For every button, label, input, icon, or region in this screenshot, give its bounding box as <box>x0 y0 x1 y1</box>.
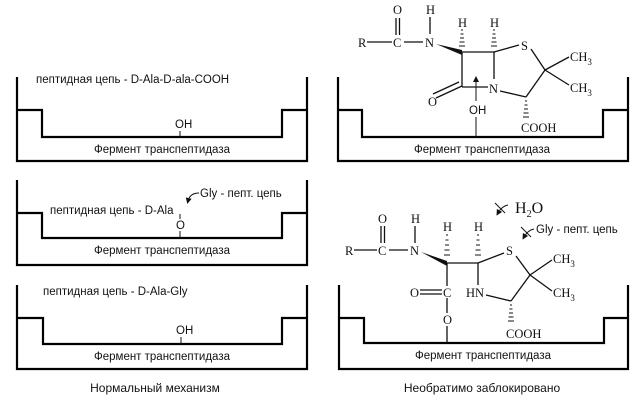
atom-s: S <box>506 244 513 258</box>
atom-amide-n: N <box>410 244 419 258</box>
bond <box>435 85 463 99</box>
atom-methyl-top: CH3 <box>553 252 575 269</box>
penicillin-molecule: R C O N H H H S N CH3 CH3 COOH O <box>358 3 592 137</box>
substrate-label: пептидная цепь - D-Ala <box>50 205 174 217</box>
panel-irreversibly-blocked: Фермент транспептидаза R C O N H H H S H… <box>337 200 630 371</box>
blocked-arrow-icon <box>494 202 509 216</box>
bond <box>477 252 505 264</box>
panel-penicillin-binding: Фермент транспептидаза R C O N H H H S N… <box>336 3 630 163</box>
bond <box>485 294 512 302</box>
panel-normal-step-2: пептидная цепь - D-Ala O Gly - пепт. цеп… <box>15 180 309 267</box>
atom-carboxyl: COOH <box>506 327 541 341</box>
atom-carbonyl-c: C <box>378 244 386 258</box>
atom-methyl-bottom: CH3 <box>553 286 575 303</box>
substrate-label: пептидная цепь - D-Ala-Gly <box>43 286 188 298</box>
atom-carbonyl-c: C <box>393 36 401 50</box>
incoming-glycine-label: Gly - пепт. цепь <box>536 224 618 236</box>
substrate-label: пептидная цепь - D-Ala-D-ala-COOH <box>36 74 229 86</box>
bond <box>515 255 531 276</box>
atom-r: R <box>358 36 367 50</box>
atom-ring-n: N <box>489 82 498 96</box>
atom-methyl-top: CH3 <box>570 50 592 67</box>
atom-amide-n: N <box>425 36 434 50</box>
bond <box>544 56 570 71</box>
blocked-peptide-attack: Gly - пепт. цепь <box>520 224 618 240</box>
atom-r: R <box>345 244 354 258</box>
bond <box>529 274 553 292</box>
enzyme-pocket-outline <box>337 285 630 371</box>
atom-amide-h: H <box>426 3 435 17</box>
atom-methyl-bottom: CH3 <box>570 81 592 98</box>
caption-irreversibly-blocked: Необратимо заблокировано <box>404 381 561 395</box>
atom-ring-nh: HN <box>466 286 484 300</box>
enzyme-pocket-outline <box>336 77 630 163</box>
bond <box>493 44 520 53</box>
active-site-hydroxyl: OH <box>176 325 193 337</box>
wedge-bond <box>421 252 447 266</box>
hashed-bond <box>491 29 497 47</box>
atom-amide-h: H <box>411 212 420 226</box>
panel-normal-step-1: пептидная цепь - D-Ala-D-ala-COOH OH Фер… <box>15 74 309 163</box>
panel-normal-step-3: пептидная цепь - D-Ala-Gly OH Фермент тр… <box>15 285 309 371</box>
enzyme-pocket-outline <box>15 77 309 163</box>
caption-normal-mechanism: Нормальный механизм <box>90 381 220 395</box>
incoming-glycine-label: Gly - пепт. цепь <box>200 188 282 200</box>
hashed-bond <box>523 100 529 118</box>
active-site-oxygen: O <box>176 220 185 232</box>
penicilloyl-enzyme-molecule: R C O N H H H S HN CH3 CH3 COOH O C O <box>345 212 575 343</box>
atom-ester-o: O <box>443 313 452 327</box>
atom-h-beta: H <box>474 220 483 234</box>
bond <box>432 81 460 95</box>
atom-s: S <box>521 39 528 53</box>
hashed-bond <box>444 234 450 256</box>
hashed-bond <box>475 234 481 256</box>
enzyme-label: Фермент транспептидаза <box>414 144 551 156</box>
active-site-hydroxyl: OH <box>469 105 486 117</box>
atom-ester-dbl-o: O <box>410 286 419 300</box>
enzyme-pocket-outline <box>15 180 309 267</box>
atom-ester-c: C <box>443 286 451 300</box>
atom-h-beta: H <box>490 16 499 30</box>
hashed-bond <box>459 29 465 47</box>
atom-carboxyl: COOH <box>521 121 556 135</box>
bond <box>499 90 527 98</box>
bond <box>510 274 531 302</box>
atom-h-alpha: H <box>458 16 467 30</box>
enzyme-label: Фермент транспептидаза <box>94 351 231 363</box>
bond <box>544 69 570 86</box>
atom-carbonyl-o: O <box>378 212 387 226</box>
enzyme-label: Фермент транспептидаза <box>94 245 231 257</box>
atom-h-alpha: H <box>443 220 452 234</box>
enzyme-label: Фермент транспептидаза <box>415 350 552 362</box>
atom-lactam-o: O <box>428 95 437 109</box>
enzyme-label: Фермент транспептидаза <box>94 144 231 156</box>
water-label: H2O <box>515 200 543 220</box>
blocked-arrow-icon <box>520 226 535 240</box>
bond <box>525 69 546 98</box>
hashed-bond <box>508 304 514 322</box>
atom-carbonyl-o: O <box>393 3 402 17</box>
nucleophilic-attack-arrow-icon <box>185 192 200 204</box>
wedge-bond <box>436 44 462 55</box>
active-site-hydroxyl: OH <box>175 119 192 131</box>
bond <box>529 259 553 276</box>
blocked-water-attack: H2O <box>494 200 543 220</box>
bond <box>530 48 546 71</box>
enzyme-pocket-outline <box>15 285 309 371</box>
